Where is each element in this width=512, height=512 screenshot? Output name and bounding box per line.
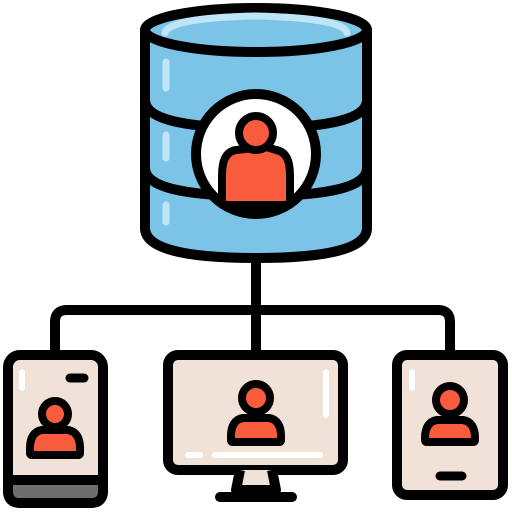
monitor-icon: [163, 350, 348, 502]
tablet-icon: [392, 350, 508, 500]
phone-icon: [3, 350, 108, 508]
central-user-icon: [191, 89, 321, 219]
connector-lines: [50, 257, 455, 357]
